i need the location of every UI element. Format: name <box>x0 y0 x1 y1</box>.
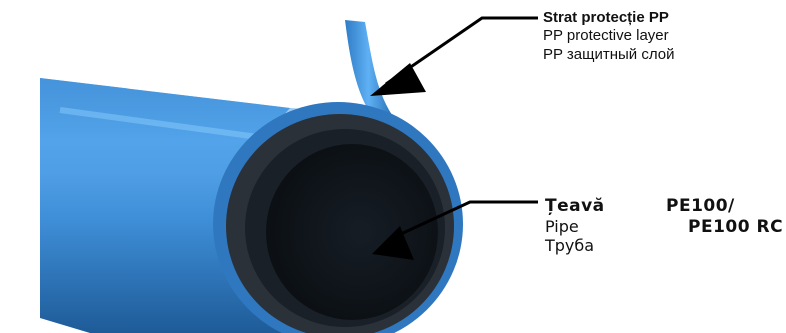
pipe-leader-line <box>387 200 538 242</box>
pipe-material-line1: PE100/ <box>666 196 735 216</box>
protective-layer-label: Strat protecție PP PP protective layer P… <box>543 9 674 64</box>
pipe-material-line2: PE100 RC <box>688 216 784 237</box>
protective-layer-title: Strat protecție PP <box>543 9 669 26</box>
protective-layer-ru: PP защитный слой <box>543 45 675 63</box>
protective-leader-line <box>385 16 538 86</box>
pipe-en: Pipe <box>545 216 579 236</box>
protective-arrowhead <box>370 63 426 96</box>
pipe-arrowhead <box>372 226 414 260</box>
pipe-title: Țeavă <box>545 196 605 216</box>
pipe-highlight <box>59 107 281 143</box>
protective-strip <box>345 20 392 116</box>
pipe-ru: Труба <box>545 236 595 256</box>
pipe-label: Țeavă Pipe Труба <box>545 196 605 256</box>
pipe-material-label: PE100/ PE100 RC <box>664 196 783 237</box>
pipe-bore <box>266 144 438 320</box>
protective-layer-en: PP protective layer <box>543 27 669 45</box>
